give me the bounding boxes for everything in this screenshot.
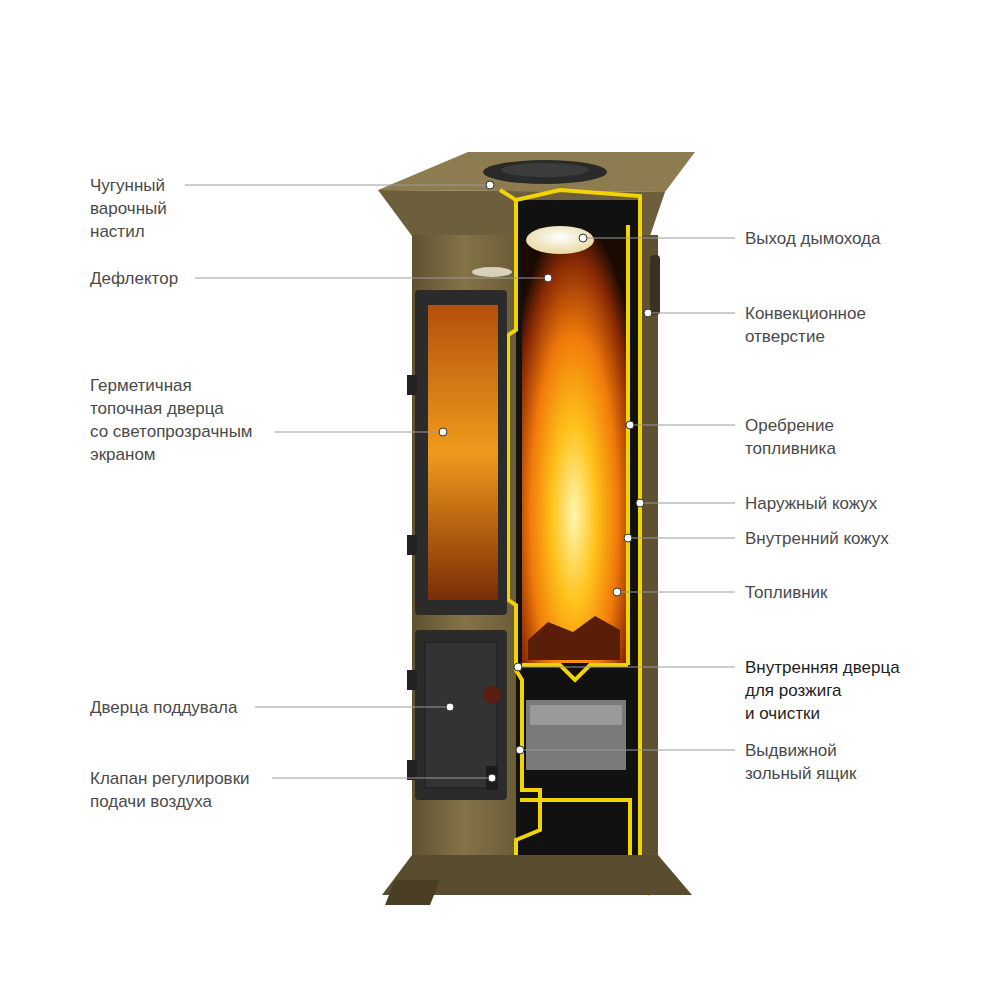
ash-door	[415, 630, 507, 800]
foot	[385, 880, 440, 905]
body-side	[640, 235, 658, 857]
body-front	[412, 235, 516, 857]
part-label: Клапан регулировки подачи воздуха	[90, 767, 250, 813]
logo-plate	[472, 267, 512, 277]
ash	[530, 705, 622, 725]
cap-top	[378, 152, 695, 192]
part-label: Наружный кожух	[745, 492, 877, 515]
ash-box	[526, 700, 626, 770]
hinge	[407, 535, 417, 555]
cook-hole	[483, 160, 607, 184]
part-label: Выдвижной зольный ящик	[745, 739, 856, 785]
part-label: Чугунный варочный настил	[90, 174, 167, 243]
deflector	[526, 226, 594, 254]
logs	[528, 616, 620, 660]
hinge	[407, 670, 417, 690]
leader-dots	[439, 181, 652, 782]
convection-hole	[650, 255, 660, 315]
fire-door	[415, 290, 507, 615]
part-label: Внутренний кожух	[745, 527, 889, 550]
door-glass	[428, 305, 498, 600]
cut-edges	[500, 190, 650, 895]
part-label: Топливник	[745, 581, 828, 604]
hinge	[407, 760, 417, 780]
part-label: Герметичная топочная дверца со светопроз…	[90, 374, 253, 466]
cutaway	[516, 200, 640, 857]
part-label: Конвекционное отверстие	[745, 302, 866, 348]
part-label: Внутренняя дверца для розжига и очистки	[745, 656, 900, 725]
fire	[522, 238, 626, 663]
hinge	[407, 375, 417, 395]
part-label: Оребрение топливника	[745, 414, 836, 460]
part-label: Дверца поддувала	[90, 696, 237, 719]
part-label: Выход дымохода	[745, 227, 880, 250]
leader-lines	[185, 185, 735, 778]
air-valve	[486, 766, 498, 790]
cook-ring	[501, 163, 589, 177]
part-label: Дефлектор	[90, 267, 178, 290]
indicator	[483, 686, 501, 704]
